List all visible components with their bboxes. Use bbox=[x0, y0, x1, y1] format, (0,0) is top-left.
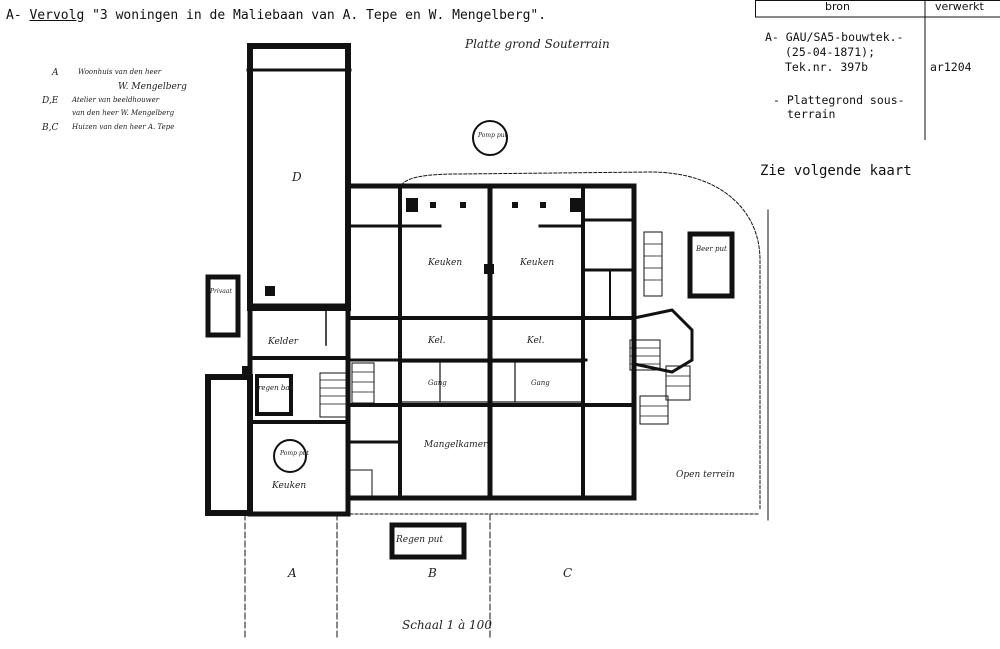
source-table-lines bbox=[755, 0, 1000, 140]
source-line-1: A- GAU/SA5-bouwtek.- bbox=[765, 30, 904, 44]
room-keuken-bottom: Keuken bbox=[272, 481, 307, 491]
room-keuken-left: Keuken bbox=[428, 258, 463, 268]
column-bron: bron bbox=[825, 0, 850, 13]
legend-key-bc: B,C bbox=[42, 123, 59, 133]
privaat-block bbox=[205, 274, 241, 338]
room-mangelkamer: Mangelkamer bbox=[424, 440, 488, 450]
title-text: "3 woningen in de Maliebaan van A. Tepe … bbox=[92, 8, 547, 23]
scale-note: Schaal 1 à 100 bbox=[402, 618, 492, 632]
pomp-put-bottom bbox=[389, 522, 467, 560]
document-title: A- Vervolg "3 woningen in de Maliebaan v… bbox=[6, 8, 546, 23]
source-table: bron verwerkt A- GAU/SA5-bouwtek.- (25-0… bbox=[755, 0, 1000, 140]
bay-window bbox=[632, 308, 694, 374]
title-vervolg: Vervolg bbox=[29, 8, 85, 23]
legend-line-a1: Woonhuis van den heer bbox=[78, 68, 162, 76]
room-kelder: Kelder bbox=[268, 337, 299, 347]
yard-boundary-right bbox=[399, 171, 761, 511]
source-line-3: Tek.nr. 397b bbox=[785, 60, 869, 74]
description-line-2: terrain bbox=[787, 107, 836, 121]
stair-right-1 bbox=[629, 339, 661, 371]
column-verwerkt: verwerkt bbox=[935, 0, 984, 13]
stair-right-4 bbox=[643, 231, 663, 297]
room-regen-bak: regen bak bbox=[258, 384, 294, 392]
room-beer-put: Beer put bbox=[696, 245, 727, 253]
legend-line-a2: W. Mengelberg bbox=[118, 82, 187, 92]
plan-title: Platte grond Souterrain bbox=[465, 37, 610, 51]
see-next-note: Zie volgende kaart bbox=[760, 163, 912, 179]
room-gang-left: Gang bbox=[428, 379, 447, 387]
kelder-right bbox=[489, 361, 584, 403]
room-kel-right: Kel. bbox=[527, 336, 545, 346]
source-line-2: (25-04-1871); bbox=[785, 45, 876, 59]
reference-code: ar1204 bbox=[930, 60, 972, 74]
room-gang-right: Gang bbox=[531, 379, 550, 387]
regen-bak bbox=[255, 374, 293, 416]
staircase-left bbox=[351, 362, 375, 404]
stair-right-3 bbox=[639, 395, 669, 425]
lower-left-block bbox=[205, 374, 253, 516]
legend-line-de1: Atelier van beeldhouwer bbox=[72, 96, 160, 104]
room-privaat: Privaat bbox=[210, 288, 232, 295]
compass-circle bbox=[472, 120, 508, 156]
room-kel-left: Kel. bbox=[428, 336, 446, 346]
description-line-1: - Plattegrond sous- bbox=[773, 93, 905, 107]
piers bbox=[242, 198, 582, 374]
stair-right-2 bbox=[665, 365, 691, 401]
lot-letter-c: C bbox=[563, 566, 573, 580]
legend-line-bc1: Huizen van den heer A. Tepe bbox=[72, 123, 175, 131]
room-keuken-right: Keuken bbox=[520, 258, 555, 268]
beer-put bbox=[687, 231, 735, 299]
compass-label: Pomp put bbox=[478, 132, 507, 139]
staircase-bottom bbox=[349, 469, 373, 499]
legend-key-de: D,E bbox=[42, 96, 59, 106]
open-terrein: Open terrein bbox=[676, 470, 735, 480]
legend-line-de2: van den heer W. Mengelberg bbox=[72, 109, 175, 117]
title-prefix: A- bbox=[6, 8, 22, 23]
lot-letter-a: A bbox=[288, 566, 297, 580]
lot-letter-b: B bbox=[428, 566, 437, 580]
pomp-put-circle bbox=[273, 439, 307, 473]
room-regen-put: Regen put bbox=[396, 535, 444, 545]
stair-treads bbox=[320, 243, 690, 417]
room-pomp-put: Pomp put bbox=[280, 450, 309, 457]
legend-key-a: A bbox=[52, 68, 59, 78]
wing-letter-d: D bbox=[292, 170, 302, 184]
